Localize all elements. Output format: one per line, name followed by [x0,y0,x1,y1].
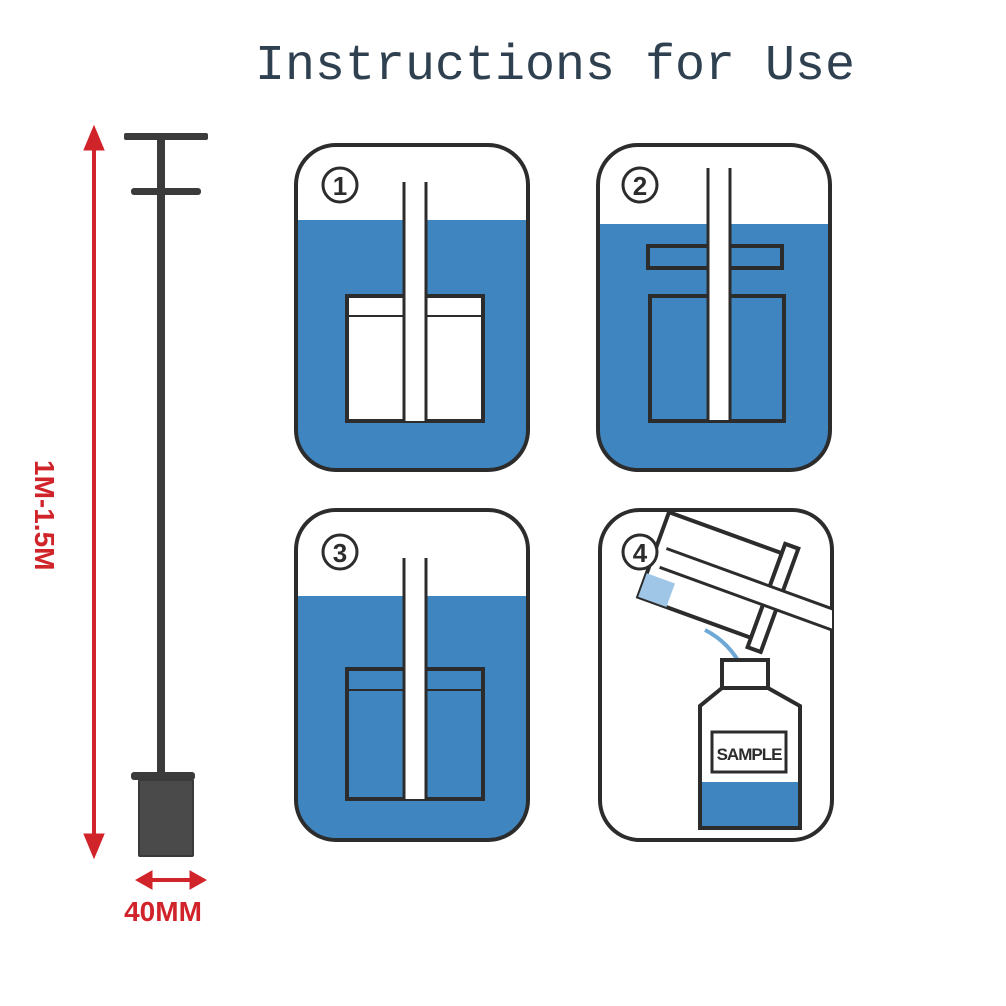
sample-bottle: SAMPLE [698,658,802,830]
step-3-number: 3 [333,538,347,568]
sample-label: SAMPLE [717,745,783,764]
step-2-panel: 2 [596,143,832,472]
sampler-rod [124,133,208,857]
step-4-panel: 4 SAMPLE [598,508,834,842]
step-1-panel: 1 [294,143,530,472]
page-title: Instructions for Use [254,38,856,95]
step-4-number: 4 [633,538,648,568]
step-3-panel: 3 [294,508,530,842]
step-2-number: 2 [633,171,647,201]
length-dimension-arrow [83,124,105,860]
width-dimension-arrow [134,870,208,890]
width-label: 40MM [124,896,202,927]
step-1-number: 1 [333,171,347,201]
